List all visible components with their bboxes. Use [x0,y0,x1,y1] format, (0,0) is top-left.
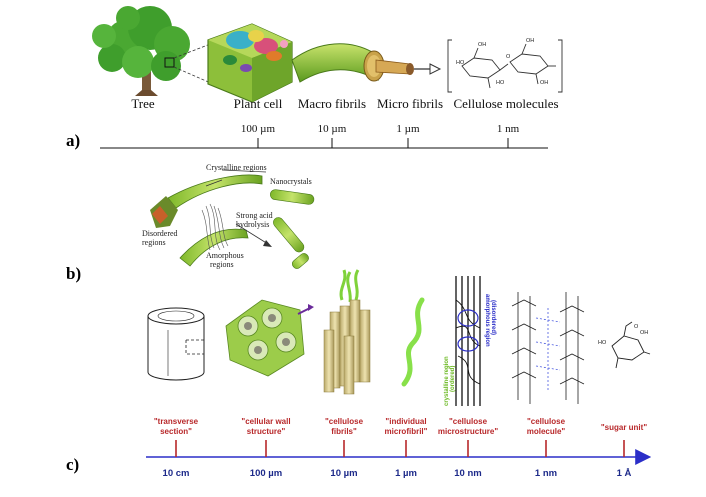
stage-label-line1: "cellulose [325,417,364,426]
scale-a-100um: 100 µm [241,123,276,135]
label-plant-cell: Plant cell [234,96,283,111]
fibril-upper [167,174,263,209]
svg-text:OH: OH [540,80,548,86]
cellulose-molecule-structure [447,39,563,93]
label-cellulose-molecules: Cellulose molecules [453,96,558,111]
stage-label-line1: "individual [385,417,426,426]
label-strong-acid: Strong acid [236,211,273,220]
fibril-lower [179,228,249,267]
cellulose-fibrils-bundle [323,269,371,395]
stage-ticks [175,440,625,457]
label-disordered-2: regions [142,238,166,247]
amorphous-bundle [201,203,229,251]
sugar-unit [611,321,651,369]
label-disordered-1: Disordered [142,229,178,238]
sugar-ho: HO [598,340,607,346]
stage-label-line2: structure" [247,427,286,436]
stage-scale-value: 1 Å [617,468,632,479]
svg-text:O: O [506,54,511,60]
stage-label-line2: section" [160,427,192,436]
stage-label-line1: "sugar unit" [601,423,647,432]
panel-c-marker: c) [66,455,79,474]
stage-scale-value: 1 µm [395,468,417,479]
label-amorphous-disordered: (disordered) [490,300,496,335]
svg-text:HO: HO [496,80,505,86]
arrowhead-hydrolysis [263,240,272,247]
stage-scale-value: 1 nm [535,468,557,479]
panel-b-marker: b) [66,264,81,283]
chem-atom-labels: OH OH HO O HO OH [456,38,548,86]
stage-label-line2: microfibril" [385,427,428,436]
scale-a-10um: 10 µm [318,123,347,135]
panel-a: OH OH HO O HO OH Tree Plant cell Macro f… [66,6,563,150]
stage-scale-value: 100 µm [250,468,282,479]
stage-scale-value: 10 µm [330,468,357,479]
nanocrystal-rods [270,189,315,269]
disordered-region [150,196,178,228]
svg-text:HO: HO [456,60,465,66]
stage-label-line1: "cellular wall [241,417,290,426]
stage-label-line1: "transverse [154,417,199,426]
tree-illustration [92,6,214,96]
micro-fibril-illustration [375,59,442,75]
stage-label-line2: fibrils" [331,427,357,436]
panel-c: amorphous region (disordered) crystallin… [66,269,652,479]
label-amorphous-region: amorphous region [484,294,490,347]
cell-wall-structure [225,299,314,377]
scale-a-1nm: 1 nm [497,123,520,135]
panel-a-marker: a) [66,131,80,150]
log-cross-section [147,307,205,381]
label-micro-fibrils: Micro fibrils [377,96,443,111]
cellulose-microstructure [455,276,481,406]
sugar-o: O [634,324,639,330]
scale-a-1um: 1 µm [396,123,420,135]
stage-label-line2: microstructure" [438,427,498,436]
label-nanocrystals: Nanocrystals [270,177,312,186]
stage-scale-value: 10 cm [163,468,190,479]
stage-label-line1: "cellulose [449,417,488,426]
label-macro-fibrils: Macro fibrils [298,96,366,111]
stage-scale-value: 10 nm [454,468,481,479]
label-amorphous-1: Amorphous [206,251,244,260]
individual-microfibril [401,297,425,387]
label-amorphous-2: regions [210,260,234,269]
label-crystalline-regions: Crystalline regions [206,163,267,172]
svg-text:OH: OH [526,38,534,44]
sugar-oh: OH [640,330,648,336]
svg-text:OH: OH [478,42,486,48]
label-crystalline-ordered: (ordered) [450,366,456,392]
stage-label-line2: molecule" [527,427,566,436]
label-hydrolysis: hydrolysis [236,220,269,229]
plant-cell-illustration [207,23,293,103]
arrow-crystalline-2 [205,179,223,187]
stage-scales: 10 cm 100 µm 10 µm 1 µm 10 nm 1 nm 1 Å [163,468,632,479]
arrow-hydrolysis [235,223,269,245]
stage-label-line1: "cellulose [527,417,566,426]
cellulose-molecule-network [511,292,585,404]
scale-axis-a [100,138,548,149]
panel-b: Crystalline regions Nanocrystals Disorde… [66,163,315,283]
arrow-crystalline [221,169,267,173]
label-tree: Tree [131,96,155,111]
macro-fibril-illustration [291,43,385,83]
label-crystalline-region: crystalline region [444,356,450,406]
